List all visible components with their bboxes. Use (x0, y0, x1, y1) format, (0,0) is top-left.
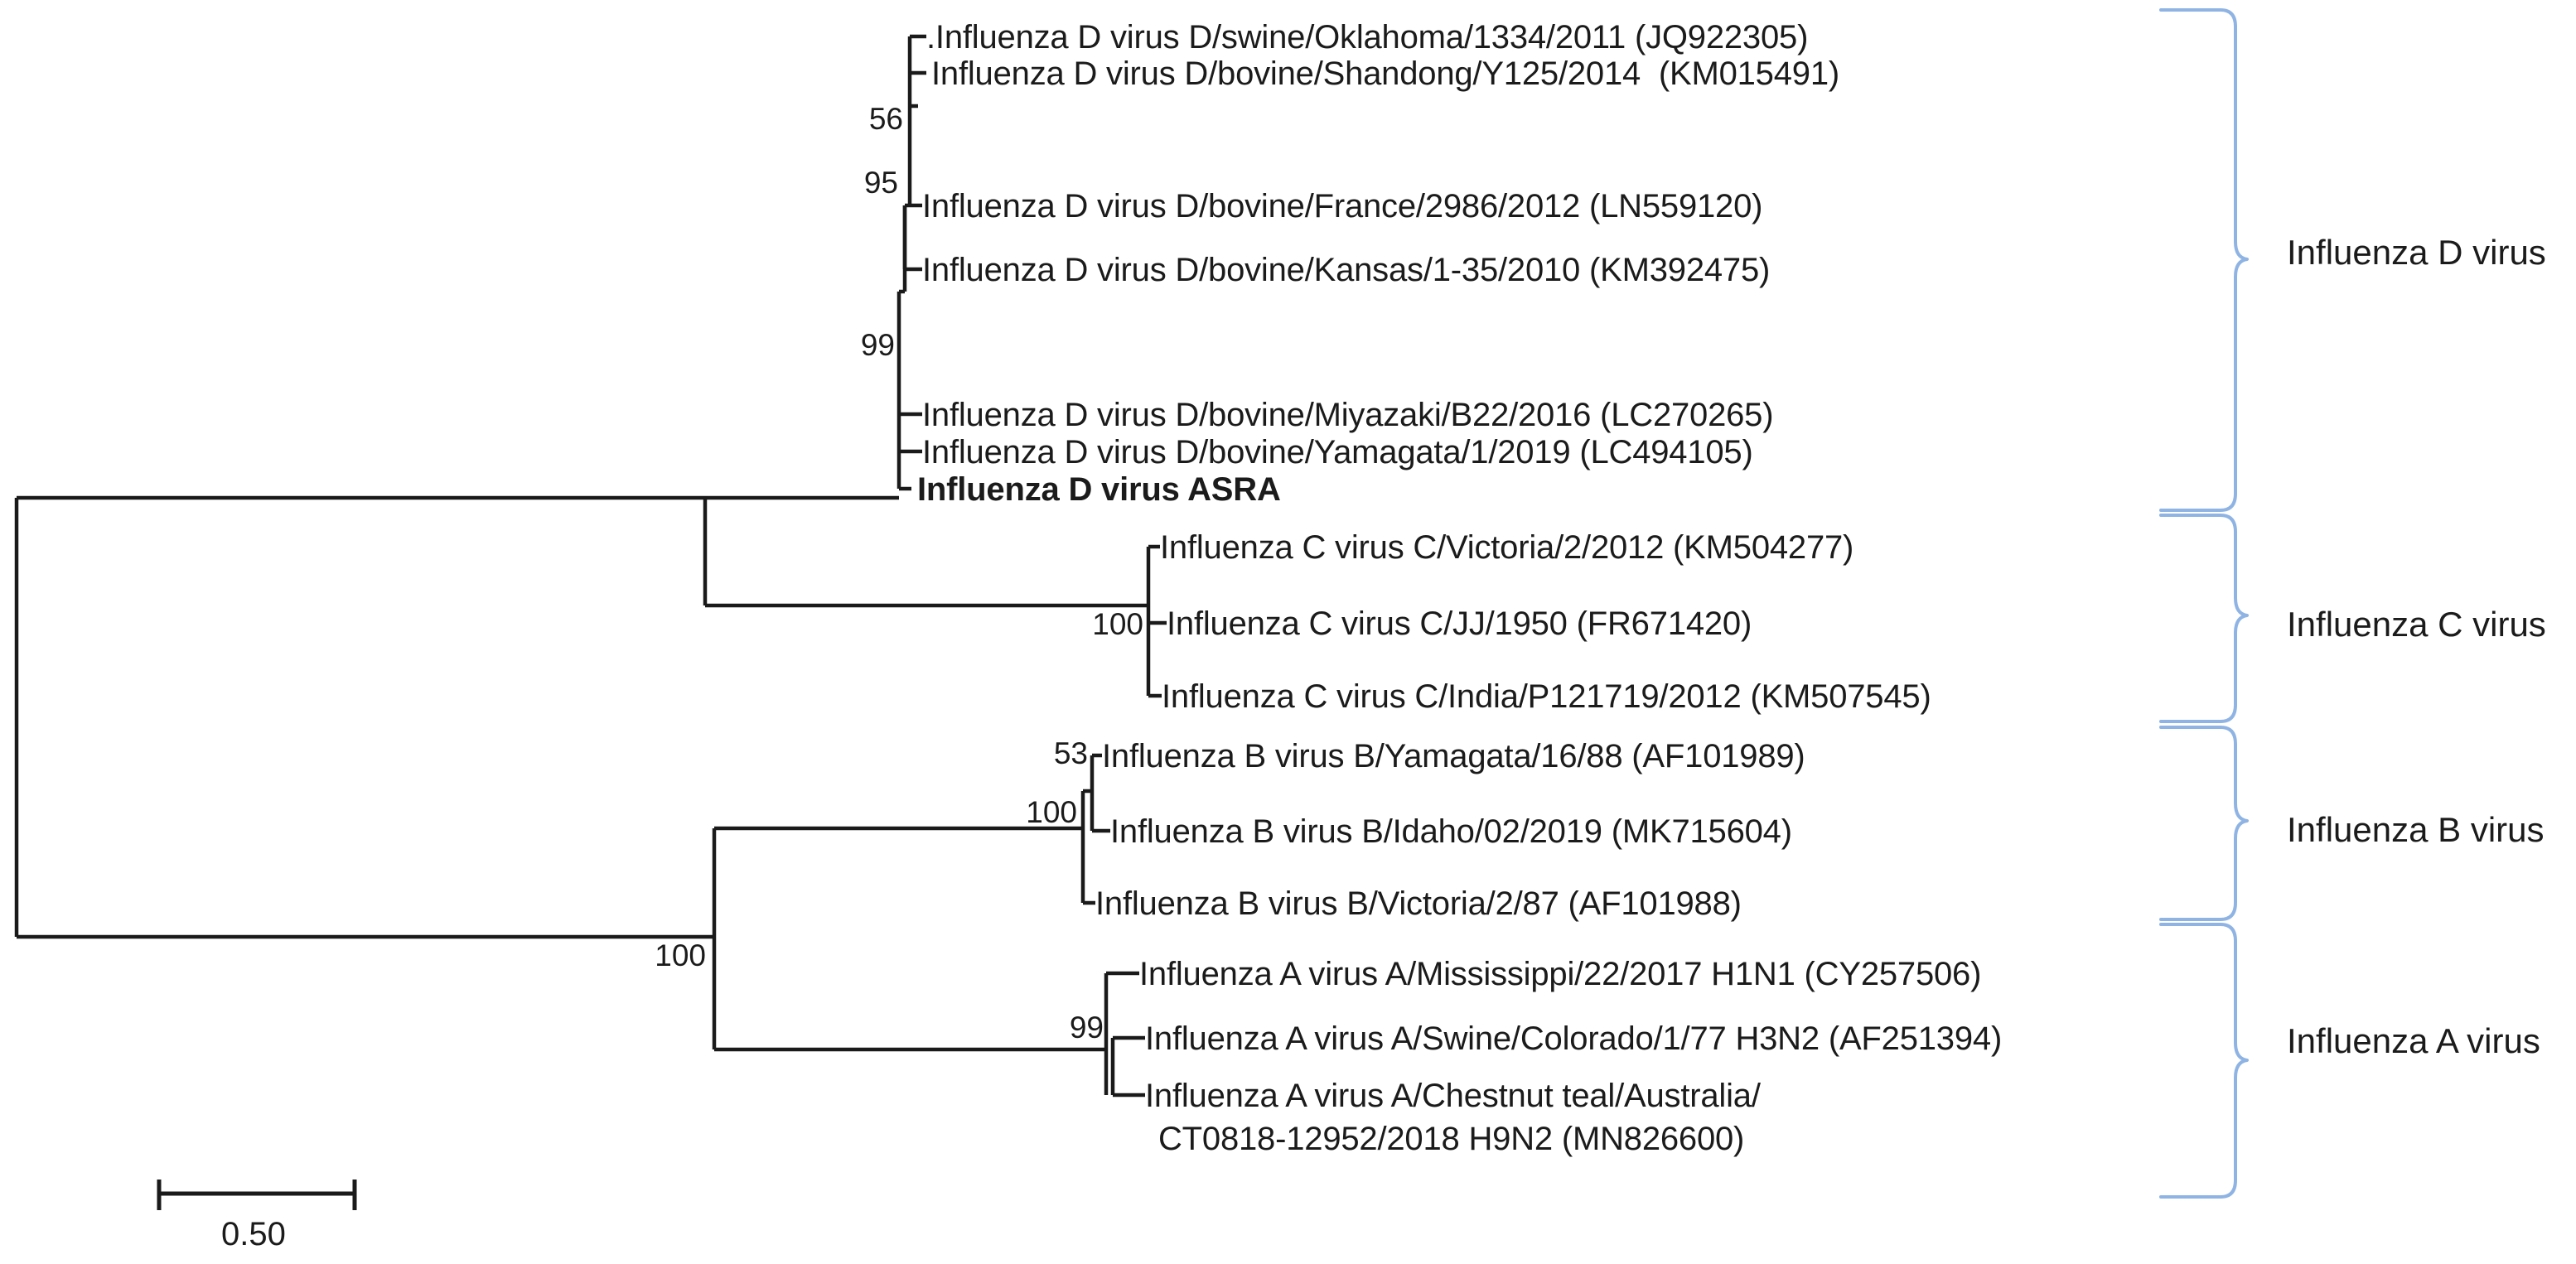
tip-label-c-victoria: Influenza C virus C/Victoria/2/2012 (KM5… (1160, 529, 1854, 566)
group-label-influenza-c: Influenza C virus (2287, 605, 2546, 644)
bootstrap-value-c-100: 100 (1092, 607, 1143, 641)
tip-label-a-swine-colorado: Influenza A virus A/Swine/Colorado/1/77 … (1145, 1020, 2003, 1057)
clade-c-branches (1146, 544, 1167, 698)
tip-label-d-bovine-france: Influenza D virus D/bovine/France/2986/2… (922, 188, 1763, 224)
brace-influenza-d (2159, 8, 2249, 512)
bootstrap-value-d-56: 56 (868, 102, 903, 136)
group-label-influenza-d: Influenza D virus (2287, 233, 2546, 272)
scale-bar (157, 1180, 357, 1210)
tip-label-d-bovine-miyazaki: Influenza D virus D/bovine/Miyazaki/B22/… (922, 397, 1774, 433)
cd-ancestor-branches (703, 495, 1148, 608)
bootstrap-value-a-99: 99 (1069, 1011, 1104, 1044)
tip-label-d-bovine-yamagata: Influenza D virus D/bovine/Yamagata/1/20… (922, 434, 1753, 470)
tip-label-a-chestnut-teal-line1: Influenza A virus A/Chestnut teal/Austra… (1145, 1078, 1761, 1114)
clade-a-branches (1104, 971, 1145, 1098)
bootstrap-value-b-100: 100 (1026, 795, 1077, 829)
root-branches (14, 495, 714, 939)
bootstrap-value-b-53: 53 (1053, 736, 1088, 770)
bootstrap-value-d-99: 99 (860, 328, 895, 362)
bootstrap-value-root-100: 100 (655, 938, 706, 972)
tip-label-d-bovine-kansas: Influenza D virus D/bovine/Kansas/1-35/2… (922, 252, 1771, 288)
tip-label-b-victoria: Influenza B virus B/Victoria/2/87 (AF101… (1095, 885, 1742, 922)
bootstrap-value-d-95: 95 (863, 166, 898, 200)
group-label-influenza-b: Influenza B virus (2287, 810, 2545, 849)
tip-label-a-mississippi: Influenza A virus A/Mississippi/22/2017 … (1139, 956, 1982, 992)
tip-label-d-asra: Influenza D virus ASRA (917, 471, 1281, 508)
tip-label-b-idaho: Influenza B virus B/Idaho/02/2019 (MK715… (1110, 813, 1792, 850)
brace-influenza-b (2159, 726, 2249, 921)
tip-label-c-india: Influenza C virus C/India/P121719/2012 (… (1162, 678, 1931, 715)
brace-influenza-c (2159, 514, 2249, 723)
tip-label-a-chestnut-teal-line2: CT0818-12952/2018 H9N2 (MN826600) (1158, 1121, 1745, 1157)
scale-bar-label: 0.50 (221, 1216, 286, 1252)
tip-label-b-yamagata: Influenza B virus B/Yamagata/16/88 (AF10… (1102, 738, 1805, 774)
ab-ancestor-branches (712, 826, 1106, 1052)
group-label-influenza-a: Influenza A virus (2287, 1021, 2540, 1060)
tip-label-d-bovine-shandong: Influenza D virus D/bovine/Shandong/Y125… (931, 55, 1839, 92)
brace-influenza-a (2159, 923, 2249, 1199)
clade-d-branches (897, 34, 926, 491)
tip-label-c-jj: Influenza C virus C/JJ/1950 (FR671420) (1167, 605, 1752, 642)
tip-label-d-swine-oklahoma: .Influenza D virus D/swine/Oklahoma/1334… (926, 19, 1809, 55)
clade-b-branches (1080, 753, 1110, 905)
group-braces (2159, 8, 2249, 1199)
